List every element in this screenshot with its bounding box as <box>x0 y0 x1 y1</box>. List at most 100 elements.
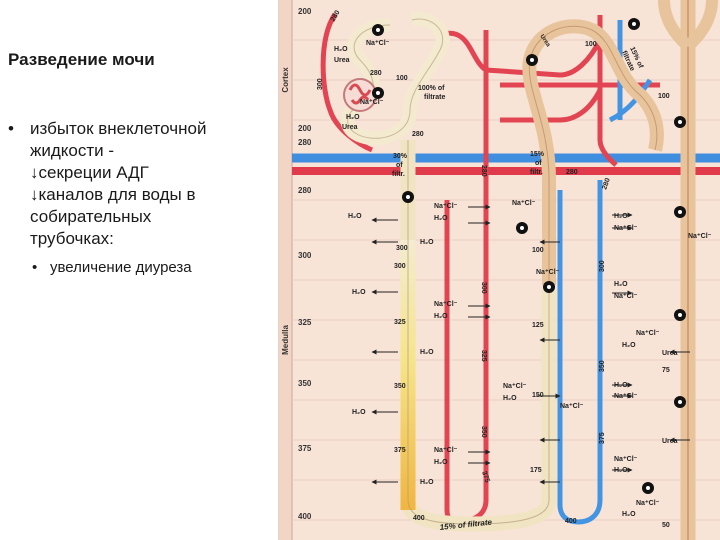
bullet-line: ↓каналов для воды в <box>30 185 196 204</box>
osmolarity-label: 375 <box>394 447 406 454</box>
nacl-label: Na⁺Cl⁻ <box>688 233 712 240</box>
osmolarity-label: 100 <box>396 75 408 82</box>
scale-label: 350 <box>298 379 312 388</box>
percent-filtrate-label: of <box>396 162 403 169</box>
bullet-dot-icon: • <box>8 119 14 138</box>
bullet-line: собирательных <box>30 207 152 226</box>
osmolarity-label: 100 <box>585 41 597 48</box>
osmolarity-label: 300 <box>317 78 324 90</box>
osmolarity-label: 325 <box>394 319 406 326</box>
nacl-label: Na⁺Cl⁻ <box>614 225 638 232</box>
bullet-list: • избыток внеклеточной жидкости - ↓секре… <box>8 118 270 278</box>
osmolarity-label: 280 <box>480 165 487 177</box>
percent-filtrate-label: filtr. <box>530 169 543 176</box>
nacl-label: Na⁺Cl⁻ <box>614 293 638 300</box>
scale-label: 375 <box>298 444 312 453</box>
urea-label: Urea <box>342 124 358 131</box>
bullet-line: жидкости - <box>30 141 115 160</box>
nacl-label: Na⁺Cl⁻ <box>503 383 527 390</box>
h2o-label: H₂O <box>352 289 366 296</box>
h2o-label: H₂O <box>622 511 636 518</box>
osmolarity-label: 325 <box>480 350 487 362</box>
tubule-labels: 280 100 100% of filtrate 280 30% of filt… <box>370 41 670 532</box>
h2o-label: H₂O <box>614 467 628 474</box>
h2o-label: H₂O <box>346 114 360 121</box>
osmolarity-label: 280 <box>330 9 342 23</box>
urea-label: Urea <box>662 438 678 445</box>
osmolarity-label: 50 <box>662 522 670 529</box>
transport-labels: H₂O Urea Na⁺Cl⁻ H₂O Urea Na⁺Cl⁻ H₂O H₂O … <box>334 34 712 518</box>
urea-label: Urea <box>334 57 350 64</box>
nephron-diagram: Cortex Medulla 200 200 280 280 300 325 3… <box>278 0 720 540</box>
scale-label: 325 <box>298 318 312 327</box>
collecting-duct-branch <box>658 0 692 51</box>
osmolarity-scale: 200 200 280 280 300 325 350 375 400 <box>298 7 312 521</box>
osmolarity-label: 100 <box>532 247 544 254</box>
bullet-line: ↓секреции АДГ <box>30 163 149 182</box>
glomerulus <box>343 78 377 112</box>
scale-label: 280 <box>298 186 312 195</box>
h2o-label: H₂O <box>348 213 362 220</box>
scale-label: 200 <box>298 7 312 16</box>
osmolarity-label: 280 <box>370 70 382 77</box>
nacl-label: Na⁺Cl⁻ <box>366 40 390 47</box>
osmolarity-label: 375 <box>480 470 491 483</box>
urea-label: Urea <box>662 350 678 357</box>
medulla-label: Medulla <box>281 325 290 355</box>
scale-label: 280 <box>298 138 312 147</box>
bullet-line: трубочках: <box>30 229 114 248</box>
cortex-label: Cortex <box>281 67 290 93</box>
collecting-duct-branch <box>684 0 718 51</box>
percent-filtrate-label: 15% <box>530 151 545 158</box>
osmolarity-label: 350 <box>394 383 406 390</box>
nacl-label: Na⁺Cl⁻ <box>614 456 638 463</box>
osmolarity-label: 175 <box>530 467 542 474</box>
h2o-label: H₂O <box>503 395 517 402</box>
nacl-label: Na⁺Cl⁻ <box>434 447 458 454</box>
nacl-label: Na⁺Cl⁻ <box>360 99 384 106</box>
osmolarity-label: 280 <box>601 177 612 190</box>
percent-filtrate-label: filtr. <box>392 171 405 178</box>
scale-label: 300 <box>298 251 312 260</box>
osmolarity-label: 300 <box>394 263 406 270</box>
osmolarity-label: 300 <box>480 282 487 294</box>
percent-filtrate-label: filtrate <box>424 94 446 101</box>
osmolarity-label: 400 <box>413 515 425 522</box>
h2o-label: H₂O <box>420 479 434 486</box>
osmolarity-label: 280 <box>566 169 578 176</box>
osmolarity-label: 100 <box>658 93 670 100</box>
h2o-label: H₂O <box>352 409 366 416</box>
scale-label: 400 <box>298 512 312 521</box>
sub-bullet-text: увеличение диуреза <box>50 259 192 276</box>
nacl-label: Na⁺Cl⁻ <box>434 203 458 210</box>
h2o-label: H₂O <box>614 213 628 220</box>
nacl-label: Na⁺Cl⁻ <box>636 500 660 507</box>
h2o-label: H₂O <box>434 459 448 466</box>
nacl-label: Na⁺Cl⁻ <box>512 200 536 207</box>
h2o-label: H₂O <box>334 46 348 53</box>
h2o-label: H₂O <box>434 313 448 320</box>
slide-title: Разведение мочи <box>8 50 155 69</box>
osmolarity-label: 280 <box>412 131 424 138</box>
nacl-label: Na⁺Cl⁻ <box>560 403 584 410</box>
h2o-label: H₂O <box>614 382 628 389</box>
h2o-label: H₂O <box>420 239 434 246</box>
ion-pumps <box>372 18 686 494</box>
nacl-label: Na⁺Cl⁻ <box>434 301 458 308</box>
sub-bullet-item: • увеличение диуреза <box>32 258 270 278</box>
osmolarity-label: 350 <box>599 360 606 372</box>
h2o-label: H₂O <box>614 281 628 288</box>
transport-arrows <box>371 204 690 485</box>
h2o-label: H₂O <box>434 215 448 222</box>
osmolarity-label: 75 <box>662 367 670 374</box>
h2o-label: H₂O <box>622 342 636 349</box>
scale-label: 200 <box>298 124 312 133</box>
percent-filtrate-label: 30% <box>393 153 408 160</box>
osmolarity-label: 300 <box>396 245 408 252</box>
bullet-text: избыток внеклеточной жидкости - ↓секреци… <box>30 118 206 250</box>
vessel-labels: 280 300 325 350 375 300 325 350 375 280 … <box>317 9 606 483</box>
h2o-label: H₂O <box>420 349 434 356</box>
percent-filtrate-label: of <box>535 160 542 167</box>
bullet-line: избыток внеклеточной <box>30 119 207 138</box>
osmolarity-label: 125 <box>532 322 544 329</box>
